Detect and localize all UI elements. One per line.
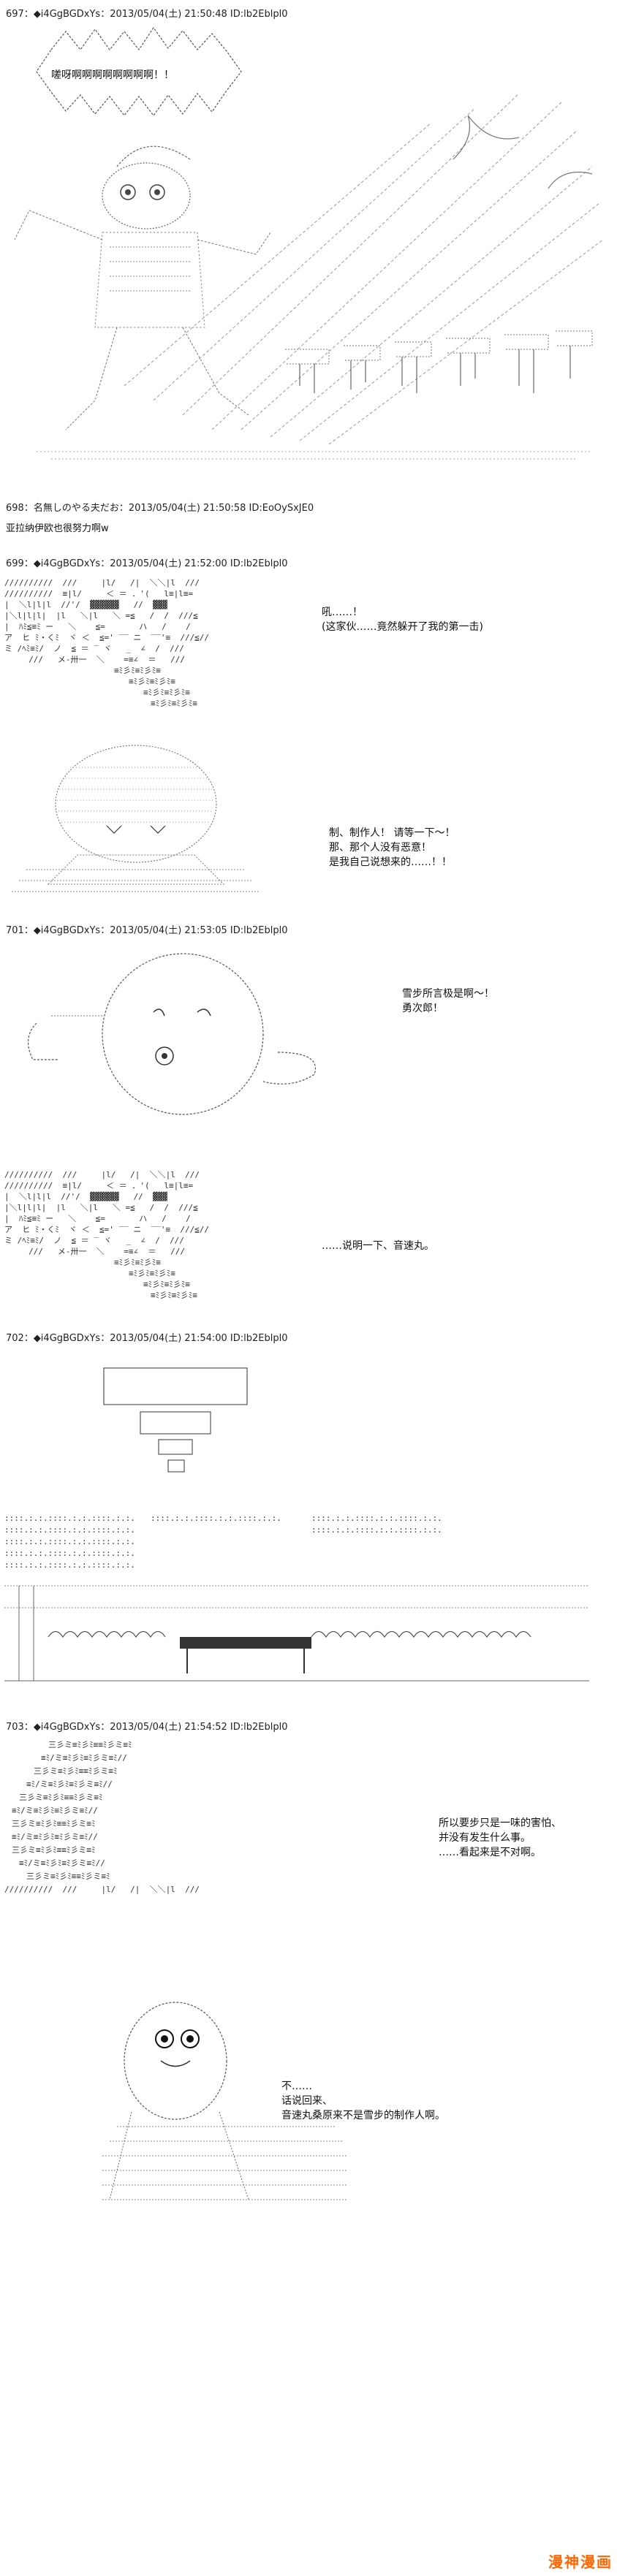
aa-row: ≡ﾐ彡ﾐ≡ﾐ彡ﾐ≡ xyxy=(151,699,197,708)
aa-row: /// メ-卅一 ＼ =≡∠ ＝ /// xyxy=(4,655,186,664)
dialog-panel7: 所以要步只是一味的害怕、 并没有发生什么事。 ……看起来是不对啊。 xyxy=(439,1816,561,1860)
aa-panel-thought-bubble xyxy=(102,1367,249,1483)
aa-panel-rampage xyxy=(7,20,607,466)
aa-row: /// メ-卅一 ＼ =≡∠ ＝ /// xyxy=(4,1247,186,1256)
aa-row: | ﾊﾐ≦≡ﾐ ー ＼ ≦= ハ / / xyxy=(4,1214,191,1223)
aa-row: ≡ﾐ彡ﾐ≡ﾐ彡ﾐ≡ xyxy=(114,666,161,675)
aa-row: ≡ﾐ彡ﾐ≡ﾐ彡ﾐ≡ xyxy=(151,1291,197,1300)
aa-row: ≡ﾐ/ミ≡ﾐ彡ﾐ≡ﾐ彡ミ≡ﾐ// xyxy=(12,1806,98,1815)
aa-row: ≡ﾐ彡ﾐ≡ﾐ彡ﾐ≡ xyxy=(129,1269,175,1278)
aa-row: ミ /ﾍﾐ≡ﾐ/ ノ ≦ ＝ ‾ ヾ _ ∠ / /// xyxy=(4,644,184,653)
aa-row: ::::.:.:.::::.:.:.::::.:.:. xyxy=(4,1549,135,1558)
aa-row: 三彡ミ≡ﾐ彡ﾐ≡≡ﾐ彡ミ≡ﾐ xyxy=(12,1819,96,1828)
dialog-line: 那、那个人没有恶意！ xyxy=(329,842,431,854)
site-watermark: 漫神漫画 xyxy=(548,2553,613,2571)
post-header-699: 699：◆i4GgBGDxYs：2013/05/04(土) 21:52:00 I… xyxy=(6,558,288,569)
aa-row: | ＼l|l|l //'/ ▓▓▓▓▓▓ // ▓▓▓ xyxy=(4,1192,167,1201)
aa-row: 三彡ミ≡ﾐ彡ﾐ≡≡ﾐ彡ミ≡ﾐ xyxy=(26,1872,110,1881)
dialog-line: 音速丸桑原来不是雪步的制作人啊。 xyxy=(281,2110,445,2121)
aa-row: 三彡ミ≡ﾐ彡ﾐ≡≡ﾐ彡ミ≡ﾐ xyxy=(12,1845,96,1855)
dialog-panel3: 制、制作人！ 请等一下～！ 那、那个人没有恶意！ 是我自己说想来的……！！ xyxy=(329,826,455,870)
aa-row: ////////// ≡|l/ ＜ ＝ ．'( l≡|l≡= xyxy=(4,589,194,599)
aa-row: ::::.:.:.::::.:.:.::::.:.:. xyxy=(4,1560,135,1570)
aa-row: ////////// /// |l/ /| ＼＼|l /// xyxy=(4,1170,200,1179)
dialog-line: 吼……！ xyxy=(322,607,363,618)
aa-panel-yukiho xyxy=(4,738,268,899)
aa-row: |＼l|l|l| |l ＼|l ＼ =≦ / / ///≦ xyxy=(4,611,198,620)
dialog-panel2: 吼……！ (这家伙……竟然躲开了我的第一击) xyxy=(322,605,483,634)
post-header-701: 701：◆i4GgBGDxYs：2013/05/04(土) 21:53:05 I… xyxy=(6,925,288,936)
aa-row: ////////// ≡|l/ ＜ ＝ ．'( l≡|l≡= xyxy=(4,1181,194,1190)
aa-row: ::::.:.:.::::.:.:.::::.:.:. xyxy=(4,1513,135,1523)
dialog-line: 制、制作人！ 请等一下～！ xyxy=(329,827,455,839)
aa-panel-street-crowd: ::::.:.:.::::.:.:.::::.:.:. ::::.:.:.:::… xyxy=(4,1513,589,1695)
aa-row: ≡ﾐ彡ﾐ≡ﾐ彡ﾐ≡ xyxy=(129,677,175,686)
aa-row: ≡ﾐ/ミ≡ﾐ彡ﾐ≡ﾐ彡ミ≡ﾐ// xyxy=(12,1832,98,1842)
dialog-panel4: 雪步所言极是啊～！ 勇次郎！ xyxy=(402,987,494,1016)
dialog-line: 是我自己说想来的……！！ xyxy=(329,856,452,868)
dialog-line: ……说明一下、音速丸。 xyxy=(322,1240,434,1252)
aa-row: ≡ﾐ彡ﾐ≡ﾐ彡ﾐ≡ xyxy=(143,1280,190,1289)
aa-row: ::::.:.:.::::.:.:.::::.:.:. xyxy=(4,1525,135,1535)
aa-row: | ＼l|l|l //'/ ▓▓▓▓▓▓ // ▓▓▓ xyxy=(4,600,167,609)
aa-panel-yujiro-2: ////////// /// |l/ /| ＼＼|l /// /////////… xyxy=(4,1169,268,1315)
dialog-panel5: ……说明一下、音速丸。 xyxy=(322,1239,434,1253)
aa-row: ≡ﾐ/ミ≡ﾐ彡ﾐ≡ﾐ彡ミ≡ﾐ// xyxy=(19,1858,105,1868)
post-header-697: 697：◆i4GgBGDxYs：2013/05/04(土) 21:50:48 I… xyxy=(6,9,288,20)
aa-row: ア ヒ ﾐ・くﾐ ヾ ＜ ≦=' ‾‾ ニ ‾‾'≡ ///≦// xyxy=(4,1225,210,1234)
shout-text: 嗟呀啊啊啊啊啊啊啊啊！！ xyxy=(51,69,174,81)
aa-row: ::::.:.:.::::.:.:.::::.:.:. xyxy=(151,1513,281,1523)
aa-row: |＼l|l|l| |l ＼|l ＼ =≦ / / ///≦ xyxy=(4,1203,198,1212)
dialog-line: 勇次郎！ xyxy=(402,1003,443,1014)
dialog-line: ……看起来是不对啊。 xyxy=(439,1847,541,1858)
aa-row: 三彡ミ≡ﾐ彡ﾐ≡≡ﾐ彡ミ≡ﾐ xyxy=(19,1793,103,1802)
aa-panel-grumble: 三彡ミ≡ﾐ彡ﾐ≡≡ﾐ彡ミ≡ﾐ ≡ﾐ/ミ≡ﾐ彡ﾐ≡ﾐ彡ミ≡ﾐ// 三彡ミ≡ﾐ彡ﾐ≡… xyxy=(4,1739,355,1922)
aa-panel-final-character xyxy=(88,1988,351,2207)
aa-row: ::::.:.:.::::.:.:.::::.:.:. xyxy=(311,1525,442,1535)
post-header-702: 702：◆i4GgBGDxYs：2013/05/04(土) 21:54:00 I… xyxy=(6,1333,288,1344)
aa-panel-yujiro-1: ////////// /// |l/ /| ＼＼|l /// /////////… xyxy=(4,577,268,723)
onsokumaru-art xyxy=(28,953,316,1115)
dialog-line: 雪步所言极是啊～！ xyxy=(402,988,494,1000)
dialog-line: 所以要步只是一味的害怕、 xyxy=(439,1817,561,1829)
street-art xyxy=(4,1585,589,1682)
thought-bubble-art xyxy=(103,1367,248,1473)
aa-row: ////////// /// |l/ /| ＼＼|l /// xyxy=(4,578,200,588)
aa-row: 三彡ミ≡ﾐ彡ﾐ≡≡ﾐ彡ミ≡ﾐ xyxy=(34,1766,118,1776)
final-character-art xyxy=(102,2002,347,2200)
aa-row: ア ヒ ﾐ・くﾐ ヾ ＜ ≦=' ‾‾ ニ ‾‾'≡ ///≦// xyxy=(4,633,210,642)
aa-row: | ﾊﾐ≦≡ﾐ ー ＼ ≦= ハ / / xyxy=(4,622,191,631)
yukiho-art xyxy=(12,745,260,892)
dialog-line: 并没有发生什么事。 xyxy=(439,1832,531,1844)
dialog-line: 不…… xyxy=(281,2081,312,2092)
dialog-panel8: 不…… 话说回来、 音速丸桑原来不是雪步的制作人啊。 xyxy=(281,2079,445,2123)
aa-row: ::::.:.:.::::.:.:.::::.:.:. xyxy=(4,1537,135,1546)
dialog-line: (这家伙……竟然躲开了我的第一击) xyxy=(322,621,483,633)
aa-row: ::::.:.:.::::.:.:.::::.:.:. xyxy=(311,1513,442,1523)
aa-row: ≡ﾐ/ミ≡ﾐ彡ﾐ≡ﾐ彡ミ≡ﾐ// xyxy=(26,1779,113,1789)
post-header-698: 698：名無しのやる夫だお：2013/05/04(土) 21:50:58 ID:… xyxy=(6,503,314,514)
rampage-art xyxy=(14,26,604,460)
dialog-line: 话说回来、 xyxy=(281,2095,333,2107)
aa-row: 三彡ミ≡ﾐ彡ﾐ≡≡ﾐ彡ミ≡ﾐ xyxy=(48,1740,132,1749)
aa-panel-onsokumaru xyxy=(15,943,351,1125)
aa-row: ミ /ﾍﾐ≡ﾐ/ ノ ≦ ＝ ‾ ヾ _ ∠ / /// xyxy=(4,1236,184,1245)
reply-698-text: 亚拉纳伊欧也很努力啊w xyxy=(6,523,109,534)
post-header-703: 703：◆i4GgBGDxYs：2013/05/04(土) 21:54:52 I… xyxy=(6,1722,288,1733)
aa-row: ≡ﾐ彡ﾐ≡ﾐ彡ﾐ≡ xyxy=(114,1258,161,1267)
aa-row: ////////// /// |l/ /| ＼＼|l /// xyxy=(4,1885,200,1894)
aa-row: ≡ﾐ/ミ≡ﾐ彡ﾐ≡ﾐ彡ミ≡ﾐ// xyxy=(41,1753,127,1763)
aa-row: ≡ﾐ彡ﾐ≡ﾐ彡ﾐ≡ xyxy=(143,688,190,697)
